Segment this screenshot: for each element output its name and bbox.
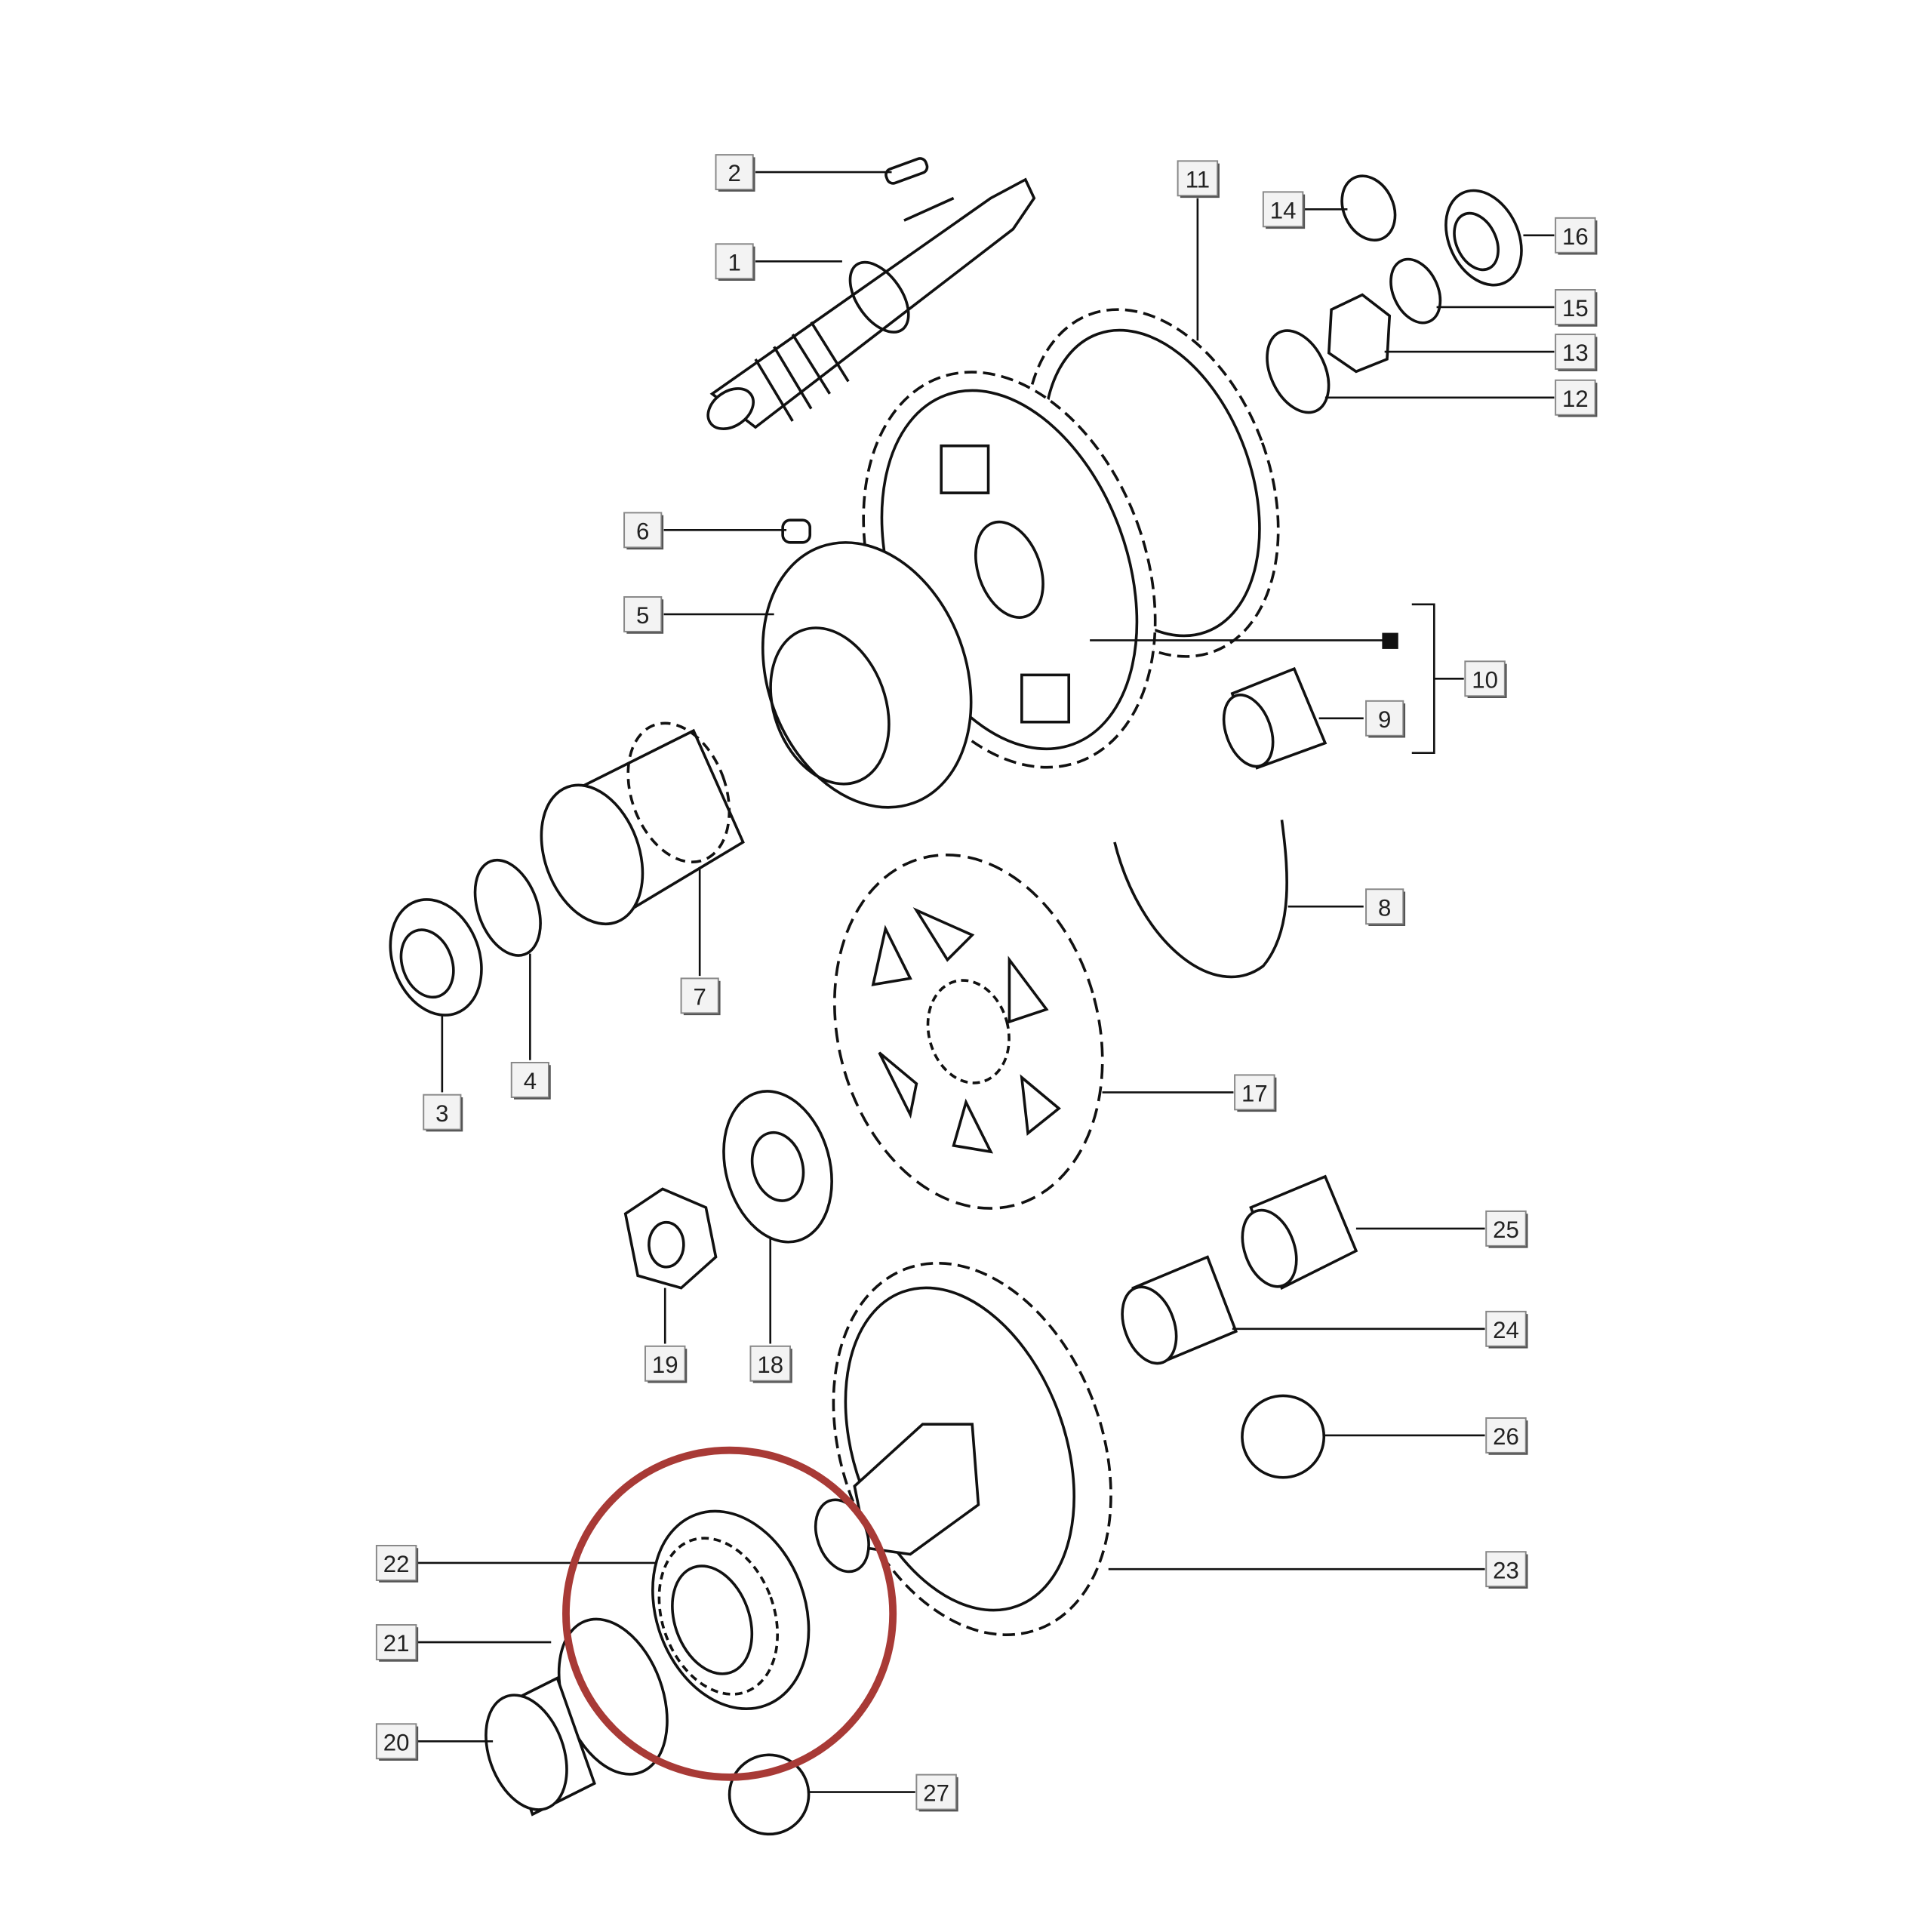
callout-number: 17 [1241, 1081, 1268, 1107]
callout-label-22: 22 [375, 1545, 419, 1583]
callout-label-9: 9 [1365, 700, 1406, 738]
part-sprocket-17 [833, 854, 1104, 1210]
callout-number: 25 [1493, 1217, 1519, 1243]
part-placeholder-27 [728, 1753, 811, 1836]
callout-label-4: 4 [510, 1062, 551, 1100]
callout-label-23: 23 [1485, 1551, 1528, 1589]
callout-label-13: 13 [1555, 334, 1598, 371]
part-bearing-3 [389, 898, 483, 1017]
callout-label-20: 20 [375, 1723, 419, 1761]
callout-label-27: 27 [915, 1774, 958, 1812]
callout-number: 24 [1493, 1317, 1519, 1343]
part-nut-19 [623, 1187, 718, 1290]
callout-number: 19 [652, 1352, 678, 1378]
callout-number: 16 [1562, 223, 1589, 250]
part-needle-bearing-24 [1121, 1255, 1238, 1365]
callout-label-10: 10 [1464, 660, 1507, 699]
callout-number: 9 [1378, 706, 1391, 733]
part-lockwasher-12 [1266, 329, 1331, 414]
callout-label-18: 18 [749, 1345, 792, 1383]
callout-number: 13 [1562, 340, 1589, 366]
part-circlip-4 [473, 858, 542, 957]
callout-label-1: 1 [715, 243, 755, 281]
callout-label-8: 8 [1365, 888, 1406, 926]
part-gear-23 [814, 1262, 1112, 1636]
callout-number: 8 [1378, 894, 1391, 921]
part-placeholder-26 [1241, 1394, 1326, 1479]
callout-number: 7 [694, 984, 706, 1011]
callout-label-14: 14 [1262, 191, 1306, 229]
part-bearing-22 [651, 1509, 811, 1710]
part-washer-14 [1340, 174, 1397, 242]
callout-label-17: 17 [1234, 1074, 1277, 1112]
callout-label-2: 2 [715, 154, 755, 192]
callout-number: 6 [636, 518, 649, 545]
part-pin [781, 518, 812, 544]
highlight-circle [562, 1446, 897, 1781]
leader-lines [417, 171, 1555, 1793]
callout-label-11: 11 [1177, 160, 1220, 198]
callout-number: 18 [757, 1352, 783, 1378]
callout-number: 11 [1186, 166, 1210, 192]
callout-number: 4 [524, 1068, 537, 1094]
part-spring-clip-8 [1113, 820, 1288, 979]
part-sleeve-20 [485, 1676, 596, 1817]
parts-drawing [389, 157, 1523, 1836]
part-hub-5 [761, 541, 973, 809]
callout-label-21: 21 [375, 1624, 419, 1662]
callout-label-12: 12 [1555, 379, 1598, 417]
part-bushing-9 [1222, 666, 1327, 770]
callout-label-5: 5 [623, 595, 664, 634]
callout-label-24: 24 [1485, 1310, 1528, 1349]
callout-number: 27 [923, 1780, 949, 1807]
part-bearing-16 [1444, 189, 1523, 287]
part-needle-bearing-25 [1241, 1174, 1358, 1291]
callout-number: 26 [1493, 1423, 1519, 1450]
callout-label-3: 3 [423, 1094, 463, 1132]
callout-number: 20 [383, 1729, 410, 1755]
part-nut-13 [1327, 293, 1392, 374]
callout-number: 21 [383, 1630, 410, 1657]
callout-label-26: 26 [1485, 1417, 1528, 1455]
part-washer-15 [1389, 257, 1442, 325]
callout-number: 15 [1562, 295, 1589, 321]
callout-number: 22 [383, 1551, 410, 1577]
part-key [884, 157, 929, 185]
callout-label-19: 19 [644, 1345, 688, 1383]
part-sleeve-7 [540, 721, 745, 926]
callout-number: 10 [1472, 666, 1498, 693]
callout-label-7: 7 [680, 977, 721, 1016]
callout-label-6: 6 [623, 512, 664, 550]
callout-number: 5 [636, 602, 649, 629]
part-tab-washer-18 [722, 1090, 833, 1244]
callout-number: 14 [1270, 197, 1297, 223]
callout-label-25: 25 [1485, 1210, 1528, 1248]
callout-number: 23 [1493, 1557, 1519, 1583]
callout-number: 12 [1562, 386, 1589, 412]
callout-number: 3 [435, 1100, 448, 1127]
callout-number: 2 [728, 160, 740, 186]
callout-label-16: 16 [1555, 217, 1598, 255]
callout-label-15: 15 [1555, 289, 1598, 327]
callout-number: 1 [728, 249, 740, 275]
part-shaft [706, 177, 1036, 430]
